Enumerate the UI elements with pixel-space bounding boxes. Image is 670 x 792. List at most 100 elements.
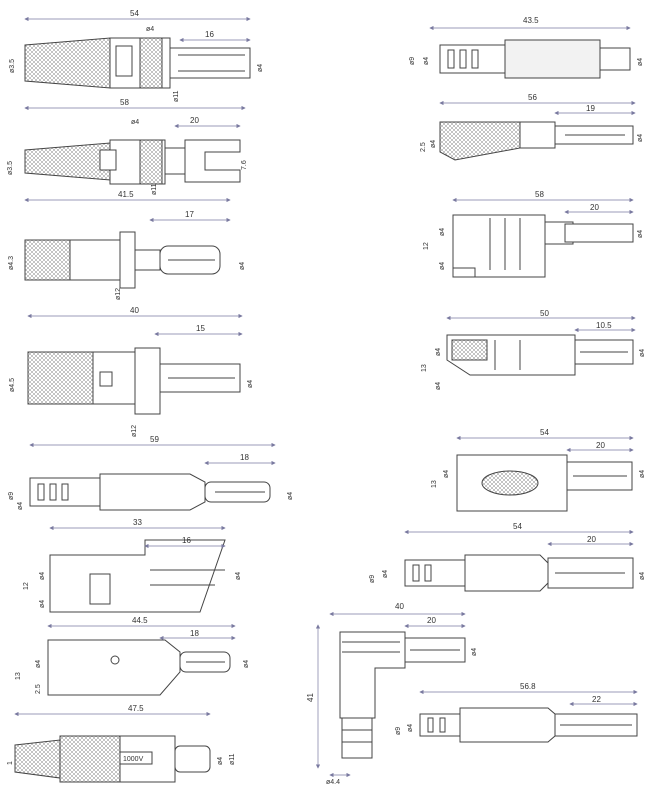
plug-drawing-12: 50 10.5 13 ø4 ø4 ø4 <box>421 309 646 390</box>
dim-label: ø4 <box>257 64 264 72</box>
dim-label: ø4 <box>239 262 246 270</box>
plug-drawing-9: 43.5 ø9 ø4 ø4 <box>409 16 644 79</box>
plug-drawing-7: 44.5 18 13 ø4 ø4 2.5 <box>15 616 250 696</box>
dim-label: 56 <box>528 93 537 102</box>
dim-label: ø4 <box>146 26 154 33</box>
dim-label: ø4 <box>430 140 437 148</box>
dim-label: ø4 <box>131 119 139 126</box>
dim-label: 59 <box>150 435 159 444</box>
dim-label: 40 <box>130 306 139 315</box>
dim-label: 20 <box>190 116 199 125</box>
plug-drawing-2: 58 ø4 20 ø3.5 7.6 ø11 <box>7 98 248 195</box>
dim-label: ø9 <box>409 57 416 65</box>
dim-label: 12 <box>23 582 30 590</box>
plug-drawing-10: 56 19 ø4 ø4 2.5 <box>420 93 644 161</box>
plug-drawing-16: 56.8 22 ø9 ø4 <box>395 682 638 743</box>
dim-label: 41 <box>306 693 315 702</box>
dim-label: 20 <box>590 203 599 212</box>
dim-label: 16 <box>182 536 191 545</box>
dim-label: ø9 <box>8 492 15 500</box>
dim-label: 47.5 <box>128 704 144 713</box>
dim-label: 12 <box>423 242 430 250</box>
dim-label: ø12 <box>131 425 138 437</box>
dim-label: 58 <box>535 190 544 199</box>
dim-label: 15 <box>196 324 205 333</box>
dim-label: ø4.3 <box>8 256 15 270</box>
dim-label: 17 <box>185 210 194 219</box>
dim-label: ø4 <box>439 228 446 236</box>
dim-label: ø12 <box>115 288 122 300</box>
dim-label: 56.8 <box>520 682 536 691</box>
dim-label: ø4.5 <box>9 378 16 392</box>
dim-label: 43.5 <box>523 16 539 25</box>
dim-label: ø4 <box>247 380 254 388</box>
dim-label: ø4 <box>243 660 250 668</box>
plug-drawing-6: 33 16 12 ø4 ø4 ø4 <box>23 518 242 613</box>
dim-label: ø4 <box>423 57 430 65</box>
dim-label: 54 <box>130 9 139 18</box>
plug-drawing-1: 54 ø4 16 ø3.5 ø4 ø11 <box>9 9 264 102</box>
dim-label: 18 <box>240 453 249 462</box>
dim-label: ø3.5 <box>9 59 16 73</box>
dim-label: 54 <box>540 428 549 437</box>
voltage-label: 1000V <box>123 756 144 763</box>
plug-drawing-3: 41.5 17 ø4.3 ø4 ø12 <box>8 190 246 300</box>
dim-label: ø4 <box>217 757 224 765</box>
dim-label: ø11 <box>151 183 158 195</box>
dim-label: 33 <box>133 518 142 527</box>
dim-label: ø4 <box>17 502 24 510</box>
dim-label: ø9 <box>395 727 402 735</box>
dim-label: 50 <box>540 309 549 318</box>
dim-label: ø9 <box>369 575 376 583</box>
dim-label: 20 <box>596 441 605 450</box>
dim-label: ø11 <box>173 90 180 102</box>
dim-label: ø4 <box>439 262 446 270</box>
plug-drawing-5: 59 18 ø9 ø4 ø4 <box>8 435 294 511</box>
dim-label: ø3.5 <box>7 161 14 175</box>
dim-label: 7.6 <box>241 160 248 170</box>
plug-drawing-8: 1000V 47.5 ø4 ø11 1 <box>7 704 236 783</box>
dim-label: ø11 <box>229 753 236 765</box>
plug-drawing-14: 54 20 ø9 ø4 ø4 <box>369 522 646 592</box>
dim-label: 1 <box>7 761 14 765</box>
dim-label: 13 <box>15 672 22 680</box>
dim-label: 18 <box>190 629 199 638</box>
plug-drawing-4: 40 15 ø4.5 ø4 ø12 <box>9 306 254 437</box>
dim-label: 13 <box>431 480 438 488</box>
dim-label: ø4 <box>235 572 242 580</box>
dim-label: 58 <box>120 98 129 107</box>
dim-label: 2.5 <box>35 684 42 694</box>
dim-label: 41.5 <box>118 190 134 199</box>
dim-label: ø4 <box>639 470 646 478</box>
dim-label: 20 <box>587 535 596 544</box>
dim-label: ø4 <box>382 570 389 578</box>
dim-label: ø4 <box>637 58 644 66</box>
dim-label: ø4 <box>435 382 442 390</box>
dim-label: ø4 <box>637 134 644 142</box>
dim-label: ø4 <box>407 724 414 732</box>
dim-label: 2.5 <box>420 142 427 152</box>
dim-label: 20 <box>427 616 436 625</box>
dim-label: 40 <box>395 602 404 611</box>
dim-label: 22 <box>592 695 601 704</box>
dim-label: ø4 <box>637 230 644 238</box>
dim-label: ø4.4 <box>326 779 340 786</box>
dim-label: ø4 <box>435 348 442 356</box>
plug-drawing-11: 58 20 12 ø4 ø4 ø4 <box>423 190 644 278</box>
dim-label: ø4 <box>443 470 450 478</box>
dim-label: ø4 <box>639 572 646 580</box>
dim-label: ø4 <box>39 572 46 580</box>
dim-label: ø4 <box>39 600 46 608</box>
dim-label: 44.5 <box>132 616 148 625</box>
plug-drawing-15: 40 20 41 ø4 ø4.4 <box>306 602 478 786</box>
dim-label: 10.5 <box>596 321 612 330</box>
dim-label: 16 <box>205 30 214 39</box>
dim-label: 19 <box>586 104 595 113</box>
dim-label: ø4 <box>35 660 42 668</box>
dim-label: ø4 <box>287 492 294 500</box>
dim-label: ø4 <box>639 349 646 357</box>
dim-label: 13 <box>421 364 428 372</box>
dim-label: 54 <box>513 522 522 531</box>
plug-drawing-13: 54 20 13 ø4 ø4 <box>431 428 646 512</box>
